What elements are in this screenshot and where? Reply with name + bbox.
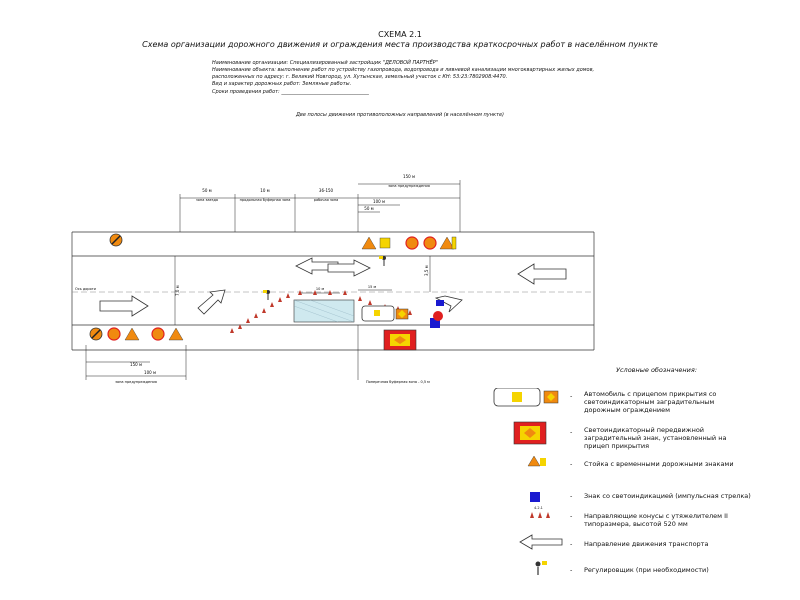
pit-hatch <box>293 305 339 323</box>
cone <box>298 290 302 295</box>
bottom-dim-100: 100 м <box>144 370 156 375</box>
org-line-1: Наименование организации: Специализирова… <box>212 60 438 66</box>
dim-buffer-label: продольная буферная зона <box>240 198 291 202</box>
sign-stand-icon <box>439 236 455 250</box>
legend-dash: - <box>570 428 573 436</box>
scheme-title: СХЕМА 2.1 <box>378 30 422 39</box>
sign-stand-icon <box>451 236 457 250</box>
sign-stand-icon <box>527 455 546 467</box>
cone <box>254 313 258 318</box>
bottom-zone-label: зона предупреждения <box>115 380 157 384</box>
led-sign-icon <box>436 300 444 306</box>
legend-item-led-sign: Знак со светоиндикацией (импульсная стре… <box>584 492 751 500</box>
scheme-subtitle: Схема организации дорожного движения и о… <box>142 40 658 49</box>
dim-warn-top: 150 м <box>403 174 415 179</box>
org-line-4: Вид и характер дорожных работ: Земляные … <box>212 81 352 87</box>
trailer-sign-icon <box>383 329 417 351</box>
led-sign-label: 4.2.1 <box>534 506 543 510</box>
cone <box>358 296 362 301</box>
cross-buffer-label: Поперечная буферная зона - 0,5 м <box>366 380 430 384</box>
end-restriction-sign-icon <box>109 233 123 247</box>
road-width-label: 7,0 м <box>175 285 180 296</box>
lane-width-label: 3,5 м <box>424 265 429 276</box>
flagman-icon <box>535 561 547 575</box>
bottom-dim-150: 150 м <box>130 362 142 367</box>
cone <box>262 308 266 313</box>
org-line-5: Сроки проведения работ: ________________… <box>212 89 369 95</box>
flagman-icon <box>379 256 386 266</box>
direction-arrow-icon <box>327 259 371 277</box>
led-sign-icon <box>433 311 443 321</box>
legend-title: Условные обозначения: <box>616 366 698 374</box>
dim-work-label: рабочая зона <box>314 198 339 202</box>
dim-approach: 50 м <box>202 188 211 193</box>
cones-icon <box>530 512 550 518</box>
pit-hatch <box>309 299 355 317</box>
dim-work: 36-150 <box>319 188 334 193</box>
cover-vehicle-icon <box>361 305 409 322</box>
org-line-2: Наименование объекта: выполнение работ п… <box>212 67 595 73</box>
vehicle-with-trailer-icon <box>493 388 559 407</box>
direction-arrow-icon <box>519 534 563 550</box>
cone <box>408 310 412 315</box>
legend-item-direction: Направление движения транспорта <box>584 540 709 548</box>
end-restriction-sign-icon <box>89 327 103 341</box>
axis-label: Ось дороги <box>75 287 96 291</box>
pit-gap-label: 15 м <box>368 285 377 289</box>
legend-item-vehicle: Автомобиль с прицепом прикрытия со свето… <box>584 390 717 414</box>
cone <box>238 324 242 329</box>
direction-arrow-icon <box>197 289 226 315</box>
sign-stand-icon <box>124 327 140 341</box>
legend-item-trailer-sign: Светоиндикаторный передвижной заградител… <box>584 426 727 450</box>
legend-item-flagman: Регулировщик (при необходимости) <box>584 566 709 574</box>
cone <box>270 302 274 307</box>
legend-dash: - <box>570 540 573 548</box>
flagman-icon <box>263 290 270 300</box>
pit-hatch <box>293 299 355 323</box>
dim-approach-label: зона заезда <box>196 198 218 202</box>
legend-item-cones: Направляющие конусы с утяжелителем II ти… <box>584 512 728 528</box>
cone <box>343 290 347 295</box>
legend-dash: - <box>570 460 573 468</box>
cone <box>313 290 317 295</box>
sign-stand-icon <box>361 236 377 250</box>
direction-arrow-icon <box>99 295 149 317</box>
legend-item-sign-stand: Стойка с временными дорожными знаками <box>584 460 734 468</box>
cone <box>230 328 234 333</box>
sign-stand-icon <box>379 237 391 249</box>
sign-stand-icon <box>405 236 419 250</box>
cone <box>368 300 372 305</box>
cone <box>278 297 282 302</box>
pit-len-label: 10 м <box>316 287 325 291</box>
cone <box>246 318 250 323</box>
road-caption: Две полосы движения противоположных напр… <box>295 112 504 118</box>
org-line-3: расположенных по адресу: г. Великий Новг… <box>212 74 508 80</box>
legend-dash: - <box>570 492 573 500</box>
dim-buffer: 10 м <box>260 188 269 193</box>
direction-arrow-icon <box>517 263 567 285</box>
dim-warn-top-label: зона предупреждения <box>388 184 430 188</box>
sign-stand-icon <box>168 327 184 341</box>
led-sign-icon <box>430 318 440 328</box>
sign-stand-icon <box>423 236 437 250</box>
cone <box>286 293 290 298</box>
dim-50: 50 м <box>364 206 373 211</box>
cone <box>328 290 332 295</box>
sign-stand-icon <box>151 327 165 341</box>
legend-dash: - <box>570 512 573 520</box>
dim-100: 100 м <box>373 199 385 204</box>
legend-dash: - <box>570 566 573 574</box>
sign-stand-icon <box>107 327 121 341</box>
led-sign-icon <box>530 492 540 502</box>
legend-icons <box>493 388 563 575</box>
trailer-sign-icon <box>513 421 547 445</box>
legend-dash: - <box>570 392 573 400</box>
